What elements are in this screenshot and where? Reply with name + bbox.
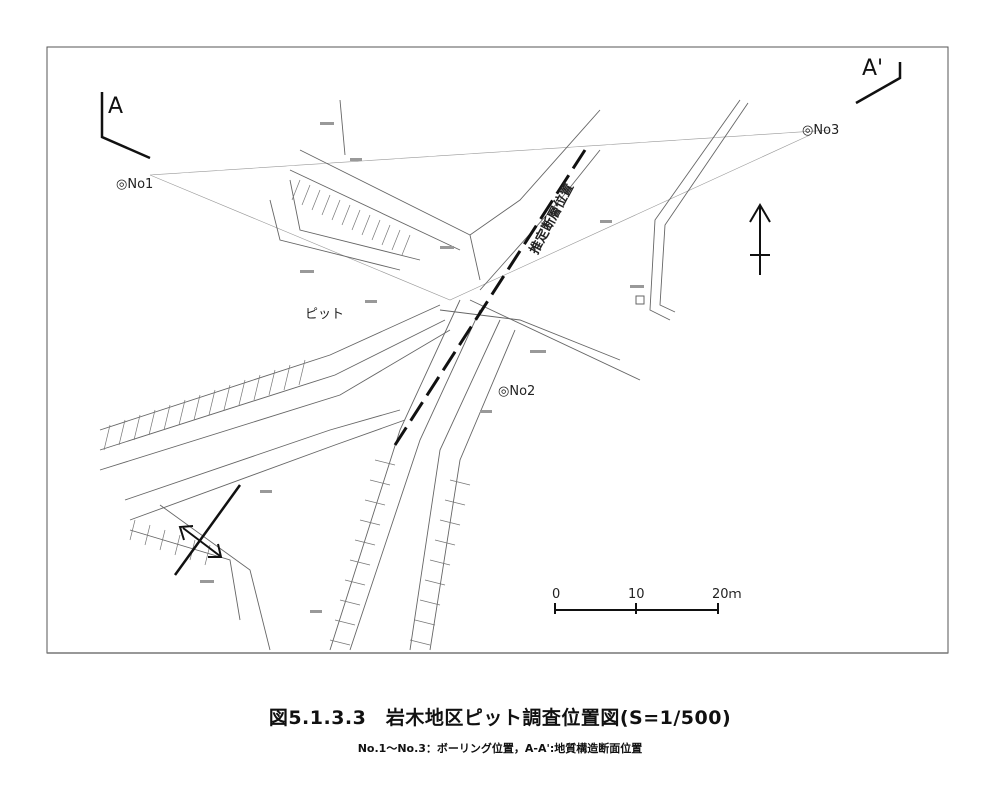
north-arrow-icon bbox=[749, 203, 771, 275]
boring-no1-label: ◎No1 bbox=[116, 177, 153, 192]
section-line bbox=[149, 129, 831, 176]
scale-tick-20: 20ｍ bbox=[712, 587, 742, 602]
pit-label: ピット bbox=[305, 307, 344, 322]
section-line-kink bbox=[149, 134, 811, 301]
scale-tick-0: 0 bbox=[552, 587, 560, 602]
section-marker-a-prime bbox=[855, 62, 902, 105]
figure-subtitle: No.1～No.3：ボーリング位置，A-A':地質構造断面位置 bbox=[357, 742, 643, 755]
elevation-annotations bbox=[200, 122, 644, 613]
road-network bbox=[99, 99, 749, 651]
section-marker-a bbox=[100, 92, 151, 160]
boring-no2-label: ◎No2 bbox=[498, 384, 535, 399]
scale-bar bbox=[554, 603, 719, 614]
section-end-label: A' bbox=[862, 56, 883, 81]
structure-marker bbox=[635, 295, 645, 305]
figure-title: 図5.1.3.3 岩木地区ピット調査位置図(S=1/500) bbox=[268, 707, 732, 729]
strike-dip-symbol-icon bbox=[173, 484, 242, 576]
boring-no3-label: ◎No3 bbox=[802, 123, 839, 138]
section-start-label: A bbox=[108, 94, 123, 119]
scale-tick-10: 10 bbox=[628, 587, 645, 602]
slope-hatching bbox=[103, 179, 471, 646]
